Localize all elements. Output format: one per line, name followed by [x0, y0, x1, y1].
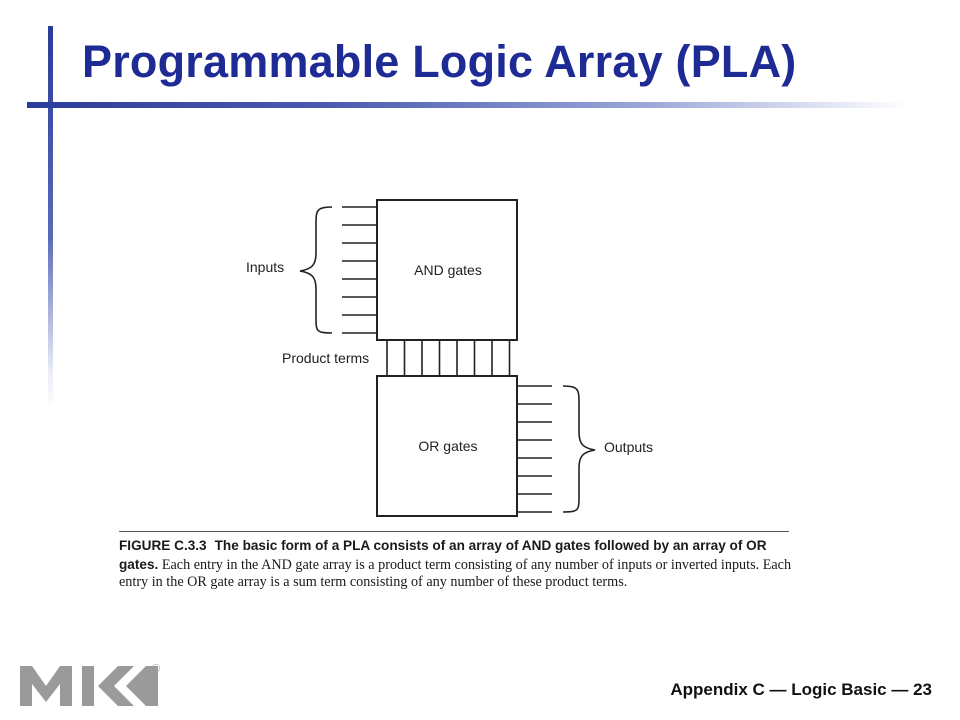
- inputs-label: Inputs: [246, 259, 284, 275]
- inputs-brace: [299, 206, 333, 334]
- pla-diagram: AND gates OR gates Inputs Outputs Produc…: [246, 199, 653, 517]
- title-accent-horizontal-bar: [27, 102, 907, 108]
- registered-mark: ®: [152, 663, 160, 675]
- product-terms-label: Product terms: [282, 350, 369, 366]
- or-gates-label: OR gates: [418, 438, 477, 454]
- and-gates-label: AND gates: [414, 262, 482, 278]
- slide-footer: Appendix C — Logic Basic — 23: [670, 680, 932, 699]
- input-lines: [342, 206, 377, 334]
- or-gates-block: [376, 375, 518, 517]
- caption-rule: [119, 531, 789, 532]
- logo-k-shape: [82, 666, 158, 706]
- product-term-lines: [386, 340, 511, 376]
- caption-body-text: Each entry in the AND gate array is a pr…: [119, 556, 792, 591]
- output-lines: [517, 385, 552, 513]
- outputs-brace: [562, 385, 596, 513]
- title-accent-vertical-bar: [48, 26, 53, 411]
- logo-m-shape: [20, 666, 72, 706]
- outputs-label: Outputs: [604, 439, 653, 455]
- mk-publisher-logo: ®: [20, 663, 160, 706]
- figure-label: FIGURE C.3.3: [119, 538, 207, 553]
- and-gates-block: [376, 199, 518, 341]
- caption-bold-text: The basic form of a PLA consists of an a…: [119, 538, 767, 572]
- slide-title: Programmable Logic Array (PLA): [82, 36, 797, 87]
